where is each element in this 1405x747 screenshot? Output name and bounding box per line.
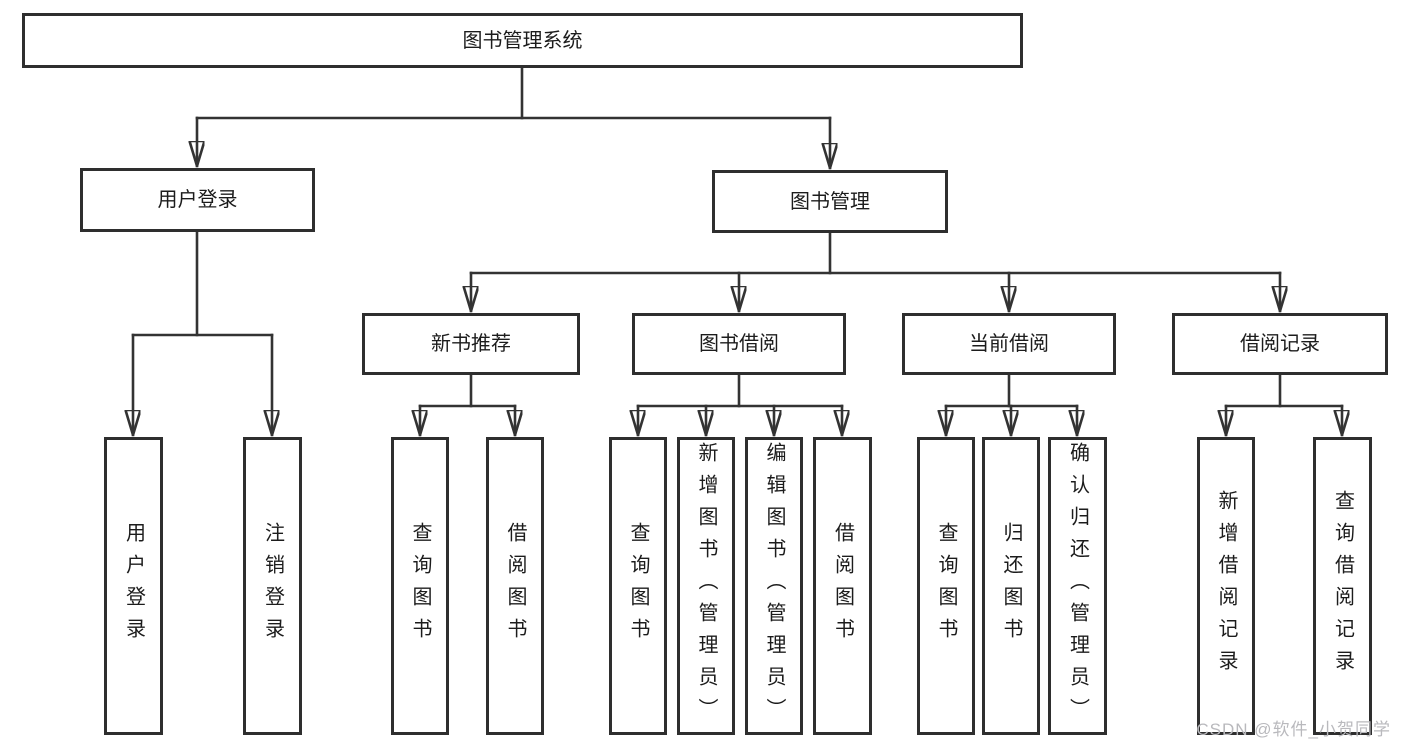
node-label: 注销登录 [261, 522, 284, 650]
node-label: 新增借阅记录 [1215, 490, 1237, 682]
edges-borrow-records [1226, 373, 1342, 437]
leaf-add-borrow-record: 新增借阅记录 [1197, 437, 1255, 735]
node-label: 图书管理 [790, 190, 870, 213]
node-label: 确认归还（管理员） [1066, 442, 1089, 730]
edges-root [197, 66, 830, 170]
edges-book-borrow [638, 373, 842, 437]
node-root: 图书管理系统 [22, 13, 1023, 68]
leaf-logout-login: 注销登录 [243, 437, 302, 735]
leaf-borrow-book-1: 借阅图书 [486, 437, 544, 735]
node-label: 图书管理系统 [462, 29, 583, 52]
node-current-borrow: 当前借阅 [902, 313, 1116, 375]
node-label: 用户登录 [122, 522, 145, 650]
node-label: 归还图书 [1000, 522, 1022, 650]
node-label: 借阅图书 [831, 522, 854, 650]
leaf-return-book: 归还图书 [982, 437, 1040, 735]
leaf-confirm-return-admin: 确认归还（管理员） [1048, 437, 1107, 735]
leaf-query-book-2: 查询图书 [609, 437, 667, 735]
edges-book-management [471, 231, 1280, 313]
leaf-query-book-3: 查询图书 [917, 437, 975, 735]
node-label: 查询图书 [935, 522, 957, 650]
node-borrow-records: 借阅记录 [1172, 313, 1388, 375]
leaf-user-login: 用户登录 [104, 437, 163, 735]
node-label: 图书借阅 [699, 333, 779, 355]
leaf-edit-book-admin: 编辑图书（管理员） [745, 437, 803, 735]
node-label: 编辑图书（管理员） [763, 442, 785, 730]
node-label: 借阅记录 [1240, 333, 1320, 355]
edges-new-book [420, 373, 515, 437]
node-label: 查询借阅记录 [1331, 490, 1354, 682]
node-book-management: 图书管理 [712, 170, 948, 233]
node-label: 查询图书 [409, 522, 431, 650]
leaf-add-book-admin: 新增图书（管理员） [677, 437, 735, 735]
node-label: 当前借阅 [969, 333, 1049, 355]
node-label: 查询图书 [627, 522, 649, 650]
leaf-query-book-1: 查询图书 [391, 437, 449, 735]
watermark: CSDN @软件_小贺同学 [1196, 720, 1391, 739]
node-label: 新书推荐 [431, 333, 511, 355]
node-label: 借阅图书 [504, 522, 526, 650]
node-user-login: 用户登录 [80, 168, 315, 232]
edges-user-login [133, 230, 272, 437]
leaf-borrow-book-2: 借阅图书 [813, 437, 872, 735]
node-book-borrow: 图书借阅 [632, 313, 846, 375]
node-label: 用户登录 [157, 189, 238, 211]
node-label: 新增图书（管理员） [695, 442, 717, 730]
node-new-book-recommend: 新书推荐 [362, 313, 580, 375]
edges-current-borrow [946, 373, 1077, 437]
leaf-query-borrow-record: 查询借阅记录 [1313, 437, 1372, 735]
